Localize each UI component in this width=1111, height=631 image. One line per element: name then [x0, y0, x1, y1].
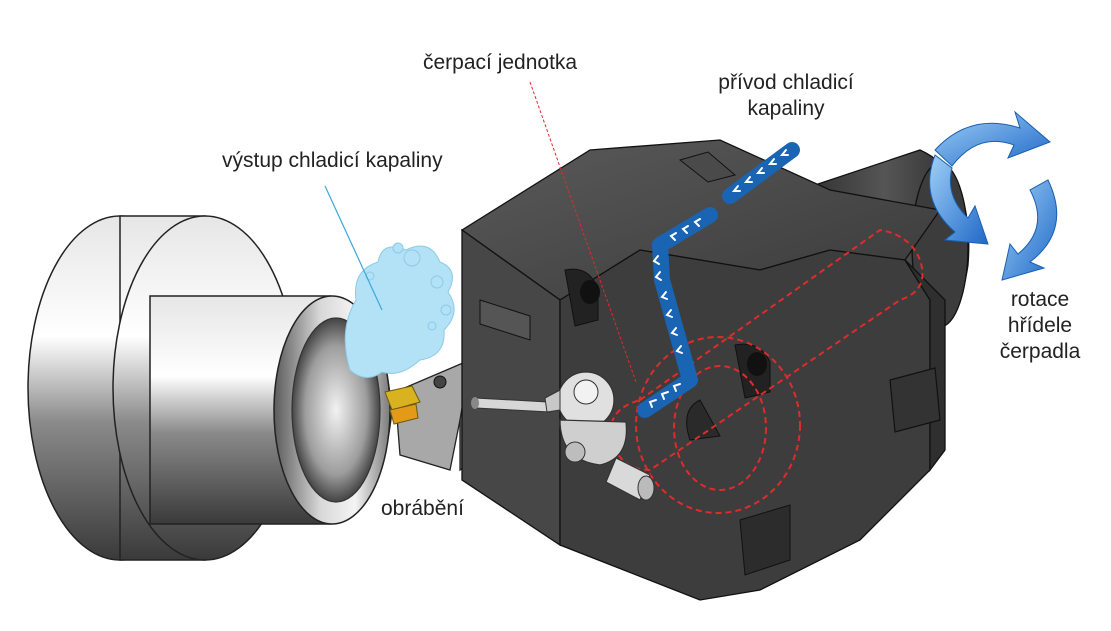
- cutting-insert: [384, 385, 421, 411]
- leader-line-coolant-outlet: [324, 185, 383, 311]
- leader-line-pump-unit: [529, 81, 637, 383]
- pump-internal-outline: [609, 228, 924, 514]
- label-rotation-line1: rotace: [1010, 288, 1070, 311]
- label-coolant-inlet-line1: přívod chladicí: [718, 71, 854, 94]
- label-rotation-line2: hřídele: [1007, 314, 1073, 337]
- label-coolant-outlet: výstup chladicí kapaliny: [222, 149, 443, 172]
- leader-lines: [324, 81, 637, 383]
- circular-rotation-arrows-icon: [929, 110, 1058, 281]
- coolant-spray: [344, 242, 476, 414]
- label-rotation-line3: čerpadla: [999, 340, 1081, 363]
- label-coolant-inlet: přívod chladicí kapaliny: [706, 70, 866, 122]
- coolant-flow-path: [637, 142, 800, 418]
- chevron-flow-arrows-icon: [648, 149, 789, 408]
- workpiece: [27, 215, 393, 561]
- pump-housing: [460, 139, 970, 601]
- label-pump-shaft-rotation: rotace hřídele čerpadla: [982, 287, 1098, 365]
- label-machining: obrábění: [381, 497, 464, 520]
- pump-unit-fitting: [471, 371, 655, 501]
- label-pump-unit: čerpací jednotka: [423, 51, 578, 74]
- label-coolant-inlet-line2: kapaliny: [747, 97, 825, 120]
